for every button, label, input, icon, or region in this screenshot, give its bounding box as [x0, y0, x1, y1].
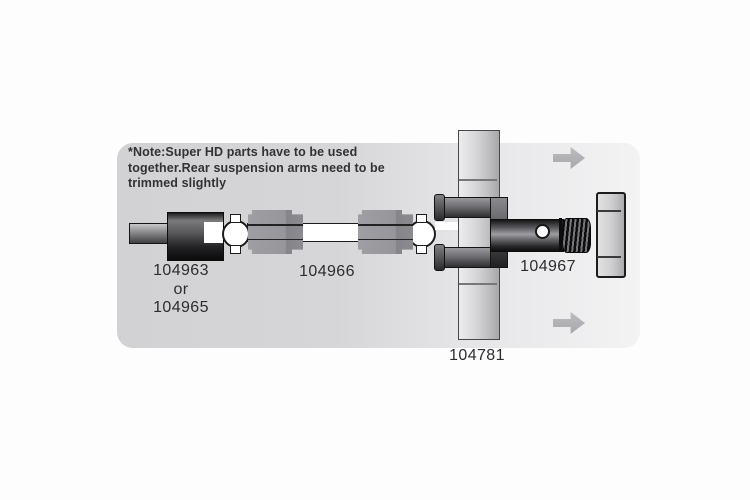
driveshaft-pin	[230, 245, 241, 254]
coupler-sleeve-left	[248, 210, 303, 254]
axle-threads	[562, 218, 591, 253]
rod-outline	[358, 224, 413, 226]
label-outdrive-option1: 104963	[153, 262, 209, 279]
rod-outline	[248, 224, 303, 226]
hub-carrier-seam-top	[459, 179, 497, 181]
driveshaft-pin	[416, 214, 427, 223]
note-line-3: trimmed slightly	[128, 176, 227, 190]
coupler-sleeve-right	[358, 210, 413, 254]
note-text: *Note:Super HD parts have to be used tog…	[128, 145, 398, 192]
axle-yoke-slot	[435, 222, 458, 230]
hub-carrier-seam-bottom	[459, 283, 497, 285]
label-driveshaft: 104966	[299, 263, 355, 280]
note-line-2: together.Rear suspension arms need to be	[128, 160, 385, 175]
label-hub-carrier: 104781	[449, 347, 505, 364]
label-outdrive-option2: 104965	[153, 299, 209, 316]
label-outdrive: 104963 or 104965	[126, 262, 236, 318]
label-outdrive-or: or	[173, 280, 189, 298]
axle-yoke-cap-top	[434, 194, 445, 221]
wheel-hub-seam-bottom	[597, 256, 621, 258]
driveshaft-pin	[230, 214, 241, 223]
axle-pin-hole	[535, 224, 550, 239]
note-line-1: *Note:Super HD parts have to be used	[128, 145, 358, 159]
driveshaft-pin	[416, 245, 427, 254]
wheel-hub-seam-top	[597, 210, 621, 212]
rod-outline	[248, 238, 303, 240]
label-axle: 104967	[520, 258, 576, 275]
axle-thread-ring	[559, 218, 562, 251]
outdrive-cup-slot	[204, 222, 223, 243]
axle-yoke-cap-bottom	[434, 244, 445, 271]
rod-outline	[358, 238, 413, 240]
wheel-hub-part	[596, 192, 626, 278]
axle-cylinder	[490, 219, 564, 252]
driveshaft-ball-left	[222, 220, 250, 248]
